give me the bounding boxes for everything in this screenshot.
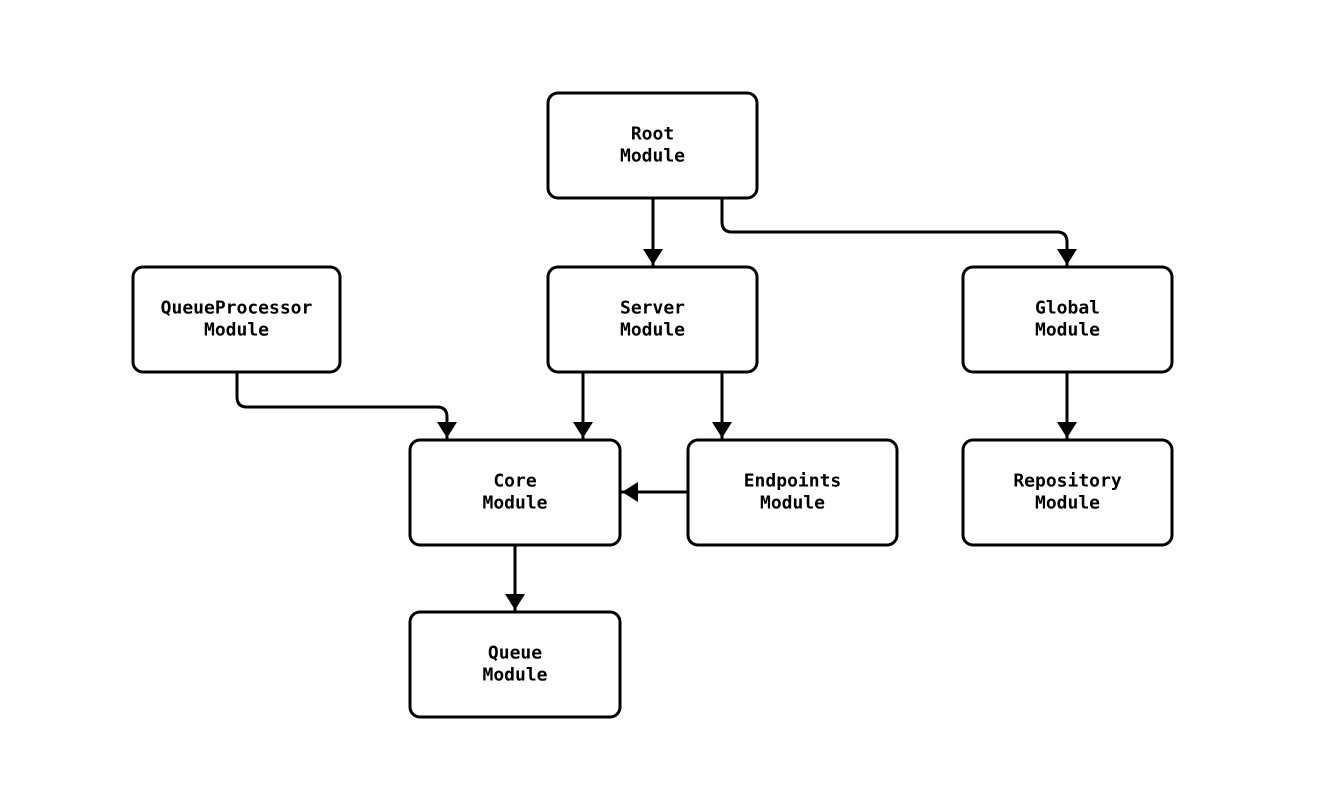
edge-root-to-global [720,196,1077,267]
node-label-line: Queue [488,643,542,664]
node-label-line: Global [1035,298,1100,319]
node-label-line: Module [482,493,547,514]
node-label-line: Module [482,665,547,686]
node-box-queue [408,610,622,719]
node-label-line: Module [204,320,269,341]
node-label-line: Module [1035,320,1100,341]
node-label-line: Endpoints [744,471,842,492]
node-box-server [546,265,759,374]
node-label-line: Server [620,298,685,319]
node-box-root [546,91,759,200]
edges-layer [235,196,1077,612]
node-box-repository [961,438,1174,547]
node-label-line: Module [1035,493,1100,514]
node-label-line: QueueProcessor [161,298,313,319]
node-box-core [408,438,622,547]
node-label-line: Module [620,320,685,341]
node-box-global [961,265,1174,374]
node-label-line: Core [493,471,537,492]
node-label-line: Repository [1013,471,1122,492]
node-label-line: Module [620,146,685,167]
node-label-line: Root [631,124,674,145]
node-label-line: Module [760,493,825,514]
edge-queueprocessor-to-core [235,370,457,440]
node-box-endpoints [686,438,899,547]
node-box-queueprocessor [131,265,342,374]
